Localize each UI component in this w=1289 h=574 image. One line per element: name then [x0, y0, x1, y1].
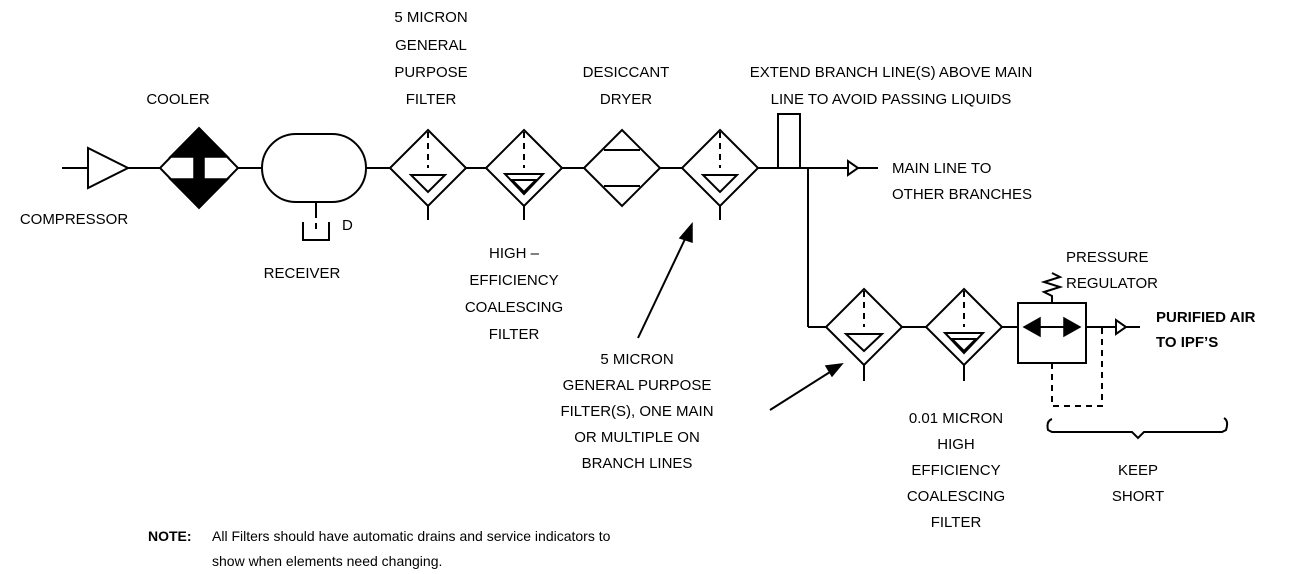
he-filter-label-2: EFFICIENCY — [469, 272, 558, 289]
purified-air-outlet-arrow — [1115, 318, 1140, 336]
keep-short-label-1: KEEP — [1118, 462, 1158, 479]
gp-filter-label-2: GENERAL — [395, 37, 467, 54]
fine-filter-label-5: FILTER — [931, 514, 982, 531]
he-filter-label-3: COALESCING — [465, 299, 563, 316]
branch-filter-label-3: FILTER(S), ONE MAIN — [560, 403, 713, 420]
branch-filter-label-2: GENERAL PURPOSE — [563, 377, 712, 394]
branch-gp-filter — [824, 287, 904, 381]
main-line-outlet-arrow — [847, 159, 860, 177]
main-line-label-1: MAIN LINE TO — [892, 160, 991, 177]
keep-short-brace — [1046, 417, 1229, 440]
desiccant-dryer — [582, 128, 662, 208]
he-filter-label-4: FILTER — [489, 326, 540, 343]
high-efficiency-filter — [484, 128, 564, 220]
cooler-label: COOLER — [146, 91, 210, 108]
receiver-tank — [261, 133, 367, 212]
pressure-regulator-label-1: PRESSURE — [1066, 249, 1149, 266]
pointer-arrow-branch-filter — [769, 363, 844, 411]
note-heading: NOTE: — [148, 528, 192, 544]
branch-filter-label-4: OR MULTIPLE ON — [574, 429, 700, 446]
purified-air-label-1: PURIFIED AIR — [1156, 309, 1256, 326]
note-line-2: show when elements need changing. — [212, 553, 442, 569]
gp-filter-label-4: FILTER — [406, 91, 457, 108]
gp-filter-label-1: 5 MICRON — [394, 9, 467, 26]
receiver-label: RECEIVER — [264, 265, 341, 282]
main-line-gp-filter — [680, 128, 760, 220]
gp-filter-label-3: PURPOSE — [394, 64, 467, 81]
branch-filter-label-1: 5 MICRON — [600, 351, 673, 368]
main-line-label-2: OTHER BRANCHES — [892, 186, 1032, 203]
note-line-1: All Filters should have automatic drains… — [212, 528, 611, 544]
branch-filter-label-5: BRANCH LINES — [582, 455, 693, 472]
pressure-regulator — [1017, 302, 1087, 364]
cooler-symbol — [158, 126, 240, 210]
purified-air-label-2: TO IPF’S — [1156, 334, 1218, 351]
fine-filter-label-1: 0.01 MICRON — [909, 410, 1003, 427]
extend-branch-label-1: EXTEND BRANCH LINE(S) ABOVE MAIN — [750, 64, 1033, 81]
regulator-sensing-line — [1051, 327, 1103, 407]
pointer-arrow-main-filter — [637, 221, 693, 339]
drain-label: D — [342, 217, 353, 234]
fine-filter-label-4: COALESCING — [907, 488, 1005, 505]
dryer-label-1: DESICCANT — [583, 64, 670, 81]
regulator-spring — [1040, 272, 1064, 303]
fine-filter-label-2: HIGH — [937, 436, 975, 453]
dryer-label-2: DRYER — [600, 91, 652, 108]
he-filter-label-1: HIGH – — [489, 245, 540, 262]
keep-short-label-2: SHORT — [1112, 488, 1164, 505]
compressor-label: COMPRESSOR — [20, 211, 129, 228]
branch-line — [777, 113, 1116, 328]
fine-coalescing-filter — [924, 287, 1004, 381]
compressor-symbol — [87, 146, 131, 190]
general-purpose-filter — [388, 128, 468, 220]
fine-filter-label-3: EFFICIENCY — [911, 462, 1000, 479]
receiver-drain — [302, 212, 330, 241]
pressure-regulator-label-2: REGULATOR — [1066, 275, 1158, 292]
extend-branch-label-2: LINE TO AVOID PASSING LIQUIDS — [771, 91, 1012, 108]
